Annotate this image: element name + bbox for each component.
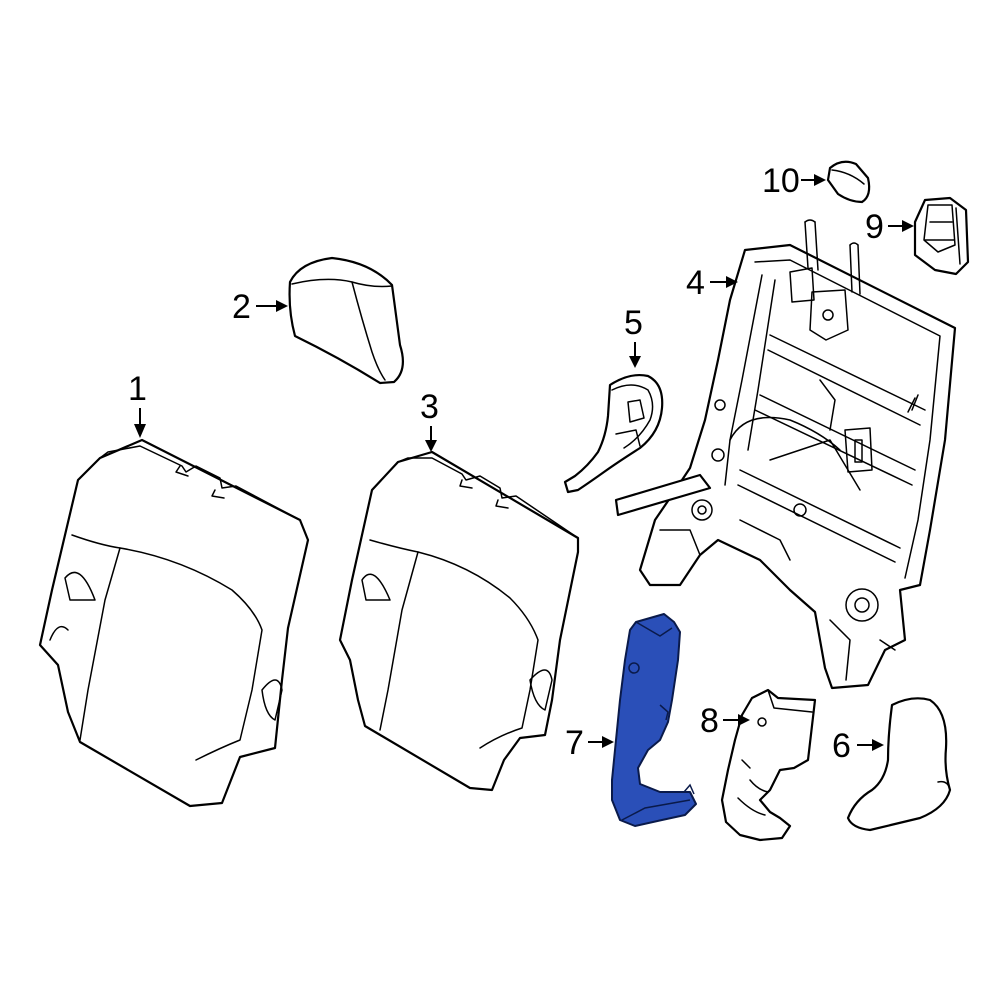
part-3-seat-back-cushion-right	[338, 450, 580, 792]
part-4-seat-back-frame	[614, 219, 957, 690]
part-7-trim-panel-highlighted	[611, 613, 697, 827]
callout-6: 6	[832, 727, 884, 765]
part-8-bracket-cover	[720, 688, 817, 842]
callout-3: 3	[420, 388, 439, 452]
callout-label-4: 4	[686, 264, 705, 302]
part-5-hinge-cover	[563, 373, 664, 494]
callout-10: 10	[762, 162, 826, 200]
callout-label-10: 10	[762, 162, 800, 200]
callout-4: 4	[686, 264, 738, 302]
part-6-side-trim-cover	[846, 697, 952, 832]
callout-2: 2	[232, 288, 288, 326]
callout-label-2: 2	[232, 288, 251, 326]
callout-7: 7	[565, 724, 614, 762]
callout-label-3: 3	[420, 388, 439, 426]
callout-1: 1	[128, 370, 147, 438]
callout-label-8: 8	[700, 702, 719, 740]
callout-label-1: 1	[128, 370, 147, 408]
callout-8: 8	[700, 702, 750, 740]
callout-label-9: 9	[865, 208, 884, 246]
callout-9: 9	[865, 208, 914, 246]
part-1-seat-back-cushion-left	[38, 438, 310, 808]
part-2-headrest	[288, 256, 405, 385]
part-10-guide-cap	[826, 160, 871, 204]
part-9-release-handle	[913, 196, 970, 276]
callout-label-7: 7	[565, 724, 584, 762]
callout-5: 5	[624, 304, 643, 368]
callout-label-6: 6	[832, 727, 851, 765]
callout-label-5: 5	[624, 304, 643, 342]
